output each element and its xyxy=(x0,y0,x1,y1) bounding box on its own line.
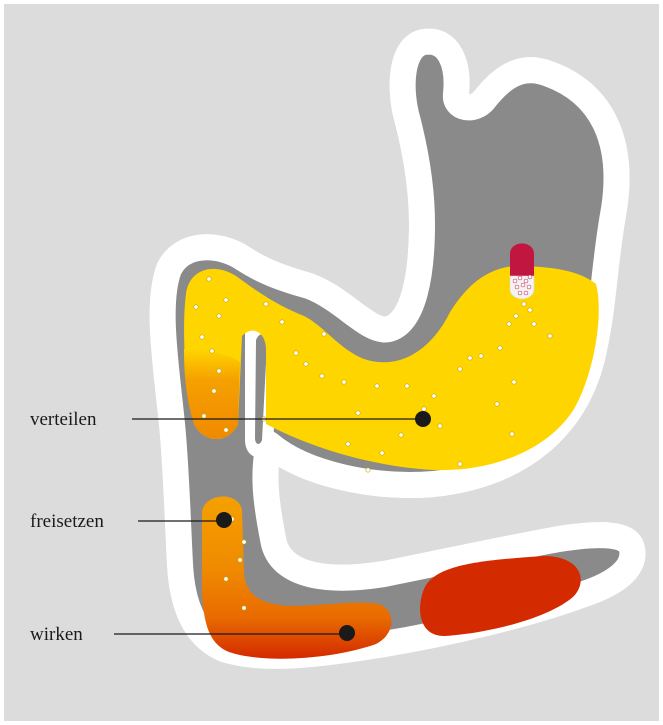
marker-distribute xyxy=(415,411,431,427)
marker-act xyxy=(339,625,355,641)
marker-release xyxy=(216,512,232,528)
label-act: wirken xyxy=(30,624,83,645)
capsule-shell xyxy=(510,244,534,277)
diagram-canvas: verteilen freisetzen wirken xyxy=(4,4,659,721)
label-release: freisetzen xyxy=(30,511,104,532)
digestive-diagram: verteilen freisetzen wirken xyxy=(4,4,659,721)
capsule xyxy=(510,244,534,299)
label-distribute: verteilen xyxy=(30,409,97,430)
